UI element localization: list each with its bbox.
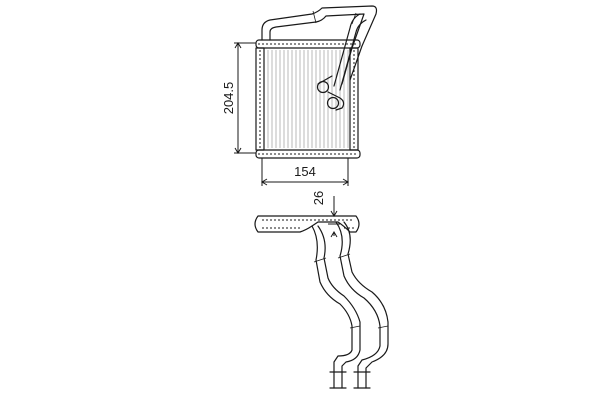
depth-dimension: 26 [311, 191, 340, 238]
top-view-header [254, 215, 360, 233]
width-dimension-label: 154 [294, 164, 316, 179]
pipe-connector-lower [326, 96, 340, 110]
front-pipe-inlet [261, 5, 378, 81]
pipe-end-right [353, 371, 371, 389]
pipe-end-left [329, 371, 347, 389]
top-view-pipe [311, 225, 353, 389]
core-fins [267, 50, 349, 148]
depth-dimension-label: 26 [311, 191, 326, 205]
front-core [263, 47, 351, 151]
top-view [254, 215, 389, 389]
front-view [255, 5, 378, 159]
height-dimension: 204.5 [221, 42, 256, 154]
height-dimension-label: 204.5 [221, 82, 236, 115]
front-pipe-outlet [333, 13, 361, 87]
width-dimension: 154 [261, 158, 349, 186]
